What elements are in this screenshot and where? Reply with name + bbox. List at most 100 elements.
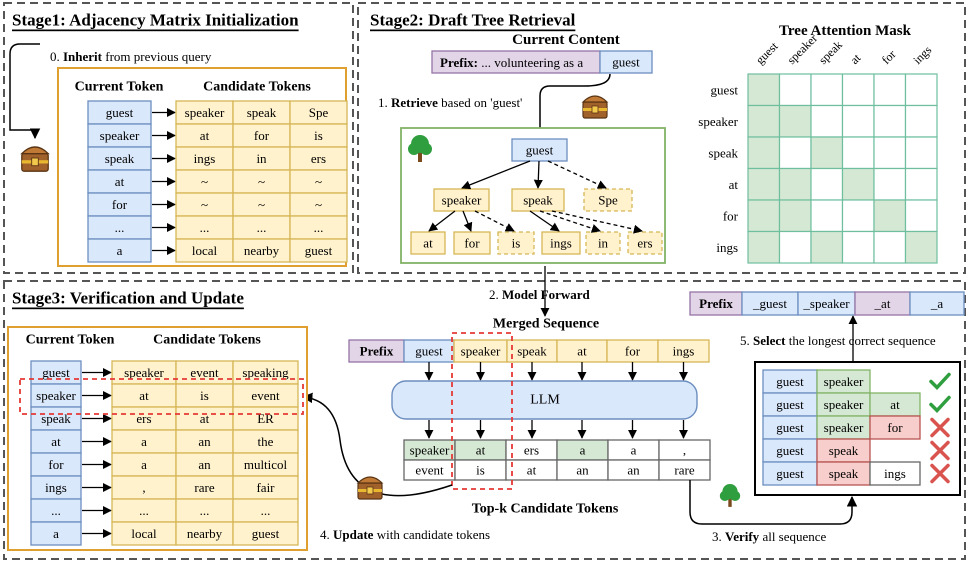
stage3-candidate-token-text: multicol [244, 457, 288, 472]
stage1-panel [3, 2, 354, 274]
mask-cell [810, 167, 844, 201]
merged-token-text: speak [517, 344, 547, 359]
retrieve-arrow [534, 73, 611, 140]
tree-edge [547, 160, 607, 189]
topk-token-text: an [576, 463, 589, 478]
stage3-candidate-token-text: a [141, 457, 147, 472]
mask-col-label: for [879, 47, 899, 67]
verify-token-text: speaker [824, 374, 864, 389]
llm-box [391, 380, 698, 420]
stage3-candidate-token-text: event [190, 365, 219, 380]
topk-token-text: at [527, 463, 537, 478]
topk-token-text: an [627, 463, 640, 478]
stage1-candidate-token-box [289, 238, 348, 263]
tree-edge [533, 160, 543, 189]
mask-cell [841, 199, 875, 233]
tree-root-text: guest [526, 143, 554, 158]
highlight-row [19, 378, 304, 415]
stage3-title: Stage3: Verification and Update [12, 289, 244, 308]
mask-cell [904, 167, 938, 201]
verify-token-text: guest [776, 374, 804, 389]
topk-label: Top-k Candidate Tokens [472, 502, 619, 517]
stage3-candidate-token-text: ... [139, 503, 149, 518]
mask-cell [904, 136, 938, 170]
tree-level2-node-box [410, 231, 446, 255]
tree-level2-node-box [585, 231, 621, 255]
result-token-text: _a [930, 296, 944, 311]
topk-token-text: speaker [410, 443, 450, 458]
stage3-candidate-token-text: local [131, 526, 157, 541]
mask-cell [747, 230, 781, 264]
stage3-candidate-token-text: the [258, 434, 274, 449]
stage3-candidate-token-text: at [200, 411, 210, 426]
stage3-current-token-text: ... [51, 503, 61, 518]
cross-icon [930, 417, 950, 438]
stage3-panel [3, 280, 966, 560]
verify-token-text: ings [884, 466, 906, 481]
topk-token-box [658, 459, 711, 481]
stage3-candidate-token-text: an [198, 457, 211, 472]
mask-col-label: speak [816, 38, 845, 67]
tree-edge [539, 210, 601, 233]
mask-cell [841, 73, 875, 107]
verify-arrow [689, 480, 858, 525]
mask-cell [778, 104, 812, 138]
stage1-candidate-token-text: ings [194, 151, 216, 166]
verify-token-text: guest [776, 420, 804, 435]
stage1-candidate-token-text: ... [200, 220, 210, 235]
stage3-candidate-token-text: event [251, 388, 280, 403]
mask-cell [841, 104, 875, 138]
stage3-candidate-token-text: guest [252, 526, 280, 541]
mask-col-label: ings [910, 43, 934, 67]
mask-title: Tree Attention Mask [779, 23, 912, 39]
verify-token-text: speaker [824, 397, 864, 412]
stage1-candidate-token-text: speak [247, 105, 277, 120]
stage1-candidate-token-text: ... [257, 220, 267, 235]
step2-label: 2. Model Forward [489, 287, 591, 302]
mask-cell [747, 199, 781, 233]
topk-token-text: a [580, 443, 586, 458]
mask-row-label: at [729, 177, 739, 192]
mask-cell [904, 104, 938, 138]
tree-level2-node-box [627, 231, 663, 255]
result-token-box [909, 291, 965, 316]
prefix-current-token-text: guest [612, 55, 640, 70]
stage1-candidate-token-text: ~ [258, 197, 265, 212]
tree-level2-node-box [541, 231, 581, 255]
step5-label: 5. Select the longest correct sequence [740, 333, 936, 348]
stage3-candidate-token-box [232, 521, 299, 546]
verify-token-text: speak [829, 443, 859, 458]
tree-root-box [511, 138, 568, 162]
stage3-candidate-token-text: rare [194, 480, 214, 495]
tree-edge [474, 210, 515, 232]
update-arrow [301, 392, 453, 497]
merged-prefix-text: Prefix [360, 344, 394, 359]
merged-token-text: for [625, 344, 641, 359]
merged-token-text: speaker [461, 344, 501, 359]
stage3-current-token-text: for [48, 457, 64, 472]
mask-cell [873, 230, 907, 264]
mask-cell [841, 136, 875, 170]
stage3-candidate-token-text: speaking [242, 365, 289, 380]
stage3-current-token-text: a [53, 526, 59, 541]
stage1-candidate-token-text: for [254, 128, 270, 143]
prefix-current-token-box [599, 50, 653, 74]
stage1-candidate-token-text: nearby [244, 243, 280, 258]
stage1-candidate-token-text: ~ [258, 174, 265, 189]
mask-col-label: guest [753, 39, 781, 67]
topk-token-text: at [476, 443, 486, 458]
stage3-current-token-text: speak [41, 411, 71, 426]
mask-row-label: speak [708, 145, 738, 160]
stage1-current-token-box [87, 238, 152, 263]
stage1-current-token-text: speak [105, 151, 135, 166]
mask-cell [778, 199, 812, 233]
tree-edge [428, 210, 456, 232]
stage1-candidate-token-text: is [314, 128, 323, 143]
stage1-candidate-token-text: Spe [309, 105, 329, 120]
check-icon [929, 395, 951, 414]
mask-cell [778, 230, 812, 264]
step4-label: 4. Update with candidate tokens [320, 527, 490, 542]
verify-token-text: speak [829, 466, 859, 481]
merged-token-text: guest [415, 344, 443, 359]
stage1-current-token-text: guest [106, 105, 134, 120]
